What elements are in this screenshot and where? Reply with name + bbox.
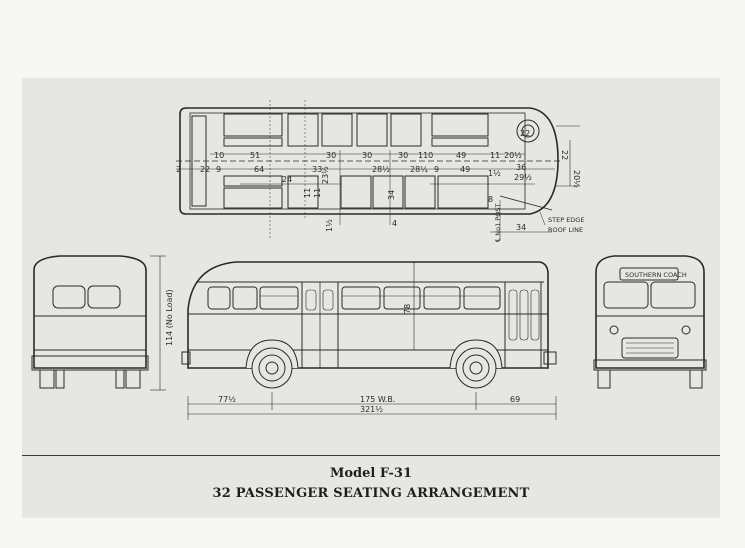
model-caption: Model F-31: [329, 466, 413, 481]
plan-dim: 10: [214, 151, 224, 160]
plan-dim: 8: [488, 195, 493, 204]
seating-caption: 32 PASSENGER SEATING ARRANGEMENT: [212, 486, 530, 501]
plan-dim: 110: [418, 151, 433, 160]
seat: [356, 113, 388, 147]
wheel: [689, 369, 703, 389]
destination-sign-text: SOUTHERN COACH: [625, 271, 687, 279]
caption-rule: [22, 455, 720, 456]
plan-dim: 11: [313, 188, 322, 198]
plan-dim: 29½: [514, 173, 532, 182]
windshield: [603, 281, 649, 309]
plan-dim: 22: [560, 150, 569, 160]
plan-dim: 9: [216, 165, 221, 174]
seat: [340, 175, 372, 209]
plan-dim: 28¼: [410, 165, 428, 174]
seat: [437, 175, 489, 209]
seat: [404, 175, 436, 209]
seat: [321, 113, 353, 147]
side-window: [463, 286, 501, 310]
rear-overhang-dim: 69: [510, 395, 520, 404]
rear-view: [31, 255, 166, 391]
headlight: [681, 325, 691, 335]
rear-window: [87, 285, 121, 309]
roof-line-label: ROOF LINE: [548, 226, 583, 234]
front-door: [504, 281, 542, 369]
wheel: [597, 369, 611, 389]
plan-dim: 22: [200, 165, 210, 174]
plan-dim: 49: [456, 151, 466, 160]
plan-dim: 49: [460, 165, 470, 174]
wheel: [55, 369, 65, 389]
seat: [287, 175, 319, 209]
windshield: [650, 281, 696, 309]
plan-dim: 34: [516, 223, 526, 232]
side-view: [181, 261, 557, 420]
plan-dim: 30: [362, 151, 372, 160]
plan-dim: 30: [398, 151, 408, 160]
wheel: [39, 369, 55, 389]
plan-dim: 20½: [504, 151, 522, 160]
seat: [223, 113, 283, 137]
seat: [287, 113, 319, 147]
side-window: [259, 286, 299, 310]
steering-wheel-icon: [516, 119, 540, 143]
side-window: [232, 286, 258, 310]
plan-dim: 51: [250, 151, 260, 160]
front-view: [593, 255, 707, 389]
wheel: [251, 347, 293, 389]
window-height-dim: 78: [403, 304, 412, 314]
plan-dim: 9: [434, 165, 439, 174]
seat: [431, 113, 489, 137]
wheelbase-dim: 175 W.B.: [360, 395, 395, 404]
plan-dim: 36: [516, 163, 526, 172]
plan-dim: 1½: [325, 219, 334, 232]
grille: [621, 337, 679, 359]
front-overhang-dim: 77½: [218, 395, 236, 404]
plan-dim: 2: [176, 165, 181, 174]
headlight: [609, 325, 619, 335]
plan-dim: 4: [392, 219, 397, 228]
plan-dim: 22: [520, 129, 530, 138]
overall-length-dim: 321½: [360, 405, 383, 414]
plan-dim: 64: [254, 165, 264, 174]
plan-dim: 11: [303, 188, 312, 198]
height-dim: 114 (No Load): [165, 289, 174, 346]
plan-dim: 28½: [372, 165, 390, 174]
side-window: [341, 286, 381, 310]
wheel: [115, 369, 125, 389]
rear-window: [52, 285, 86, 309]
plan-dim: 33: [312, 165, 322, 174]
wheel: [455, 347, 497, 389]
seat: [431, 137, 489, 147]
plan-dim: 30: [326, 151, 336, 160]
destination-sign: [619, 267, 679, 281]
plan-view: [176, 100, 580, 240]
plan-dim: 34: [387, 190, 396, 200]
seat: [390, 113, 422, 147]
side-window: [423, 286, 461, 310]
plan-dim: 11: [490, 151, 500, 160]
no-post-label: ℄ No1 POST: [494, 204, 502, 242]
seat: [223, 137, 283, 147]
plan-dim: 20½: [572, 170, 581, 188]
plan-dim: 24: [282, 175, 292, 184]
step-edge-label: STEP EDGE: [548, 216, 584, 224]
seat: [223, 187, 283, 209]
plan-dim: 1½: [488, 169, 501, 178]
seat: [223, 175, 283, 187]
side-window: [383, 286, 421, 310]
wheel: [125, 369, 141, 389]
side-window: [207, 286, 231, 310]
seat: [372, 175, 404, 209]
plan-dim: 23½: [321, 166, 330, 184]
